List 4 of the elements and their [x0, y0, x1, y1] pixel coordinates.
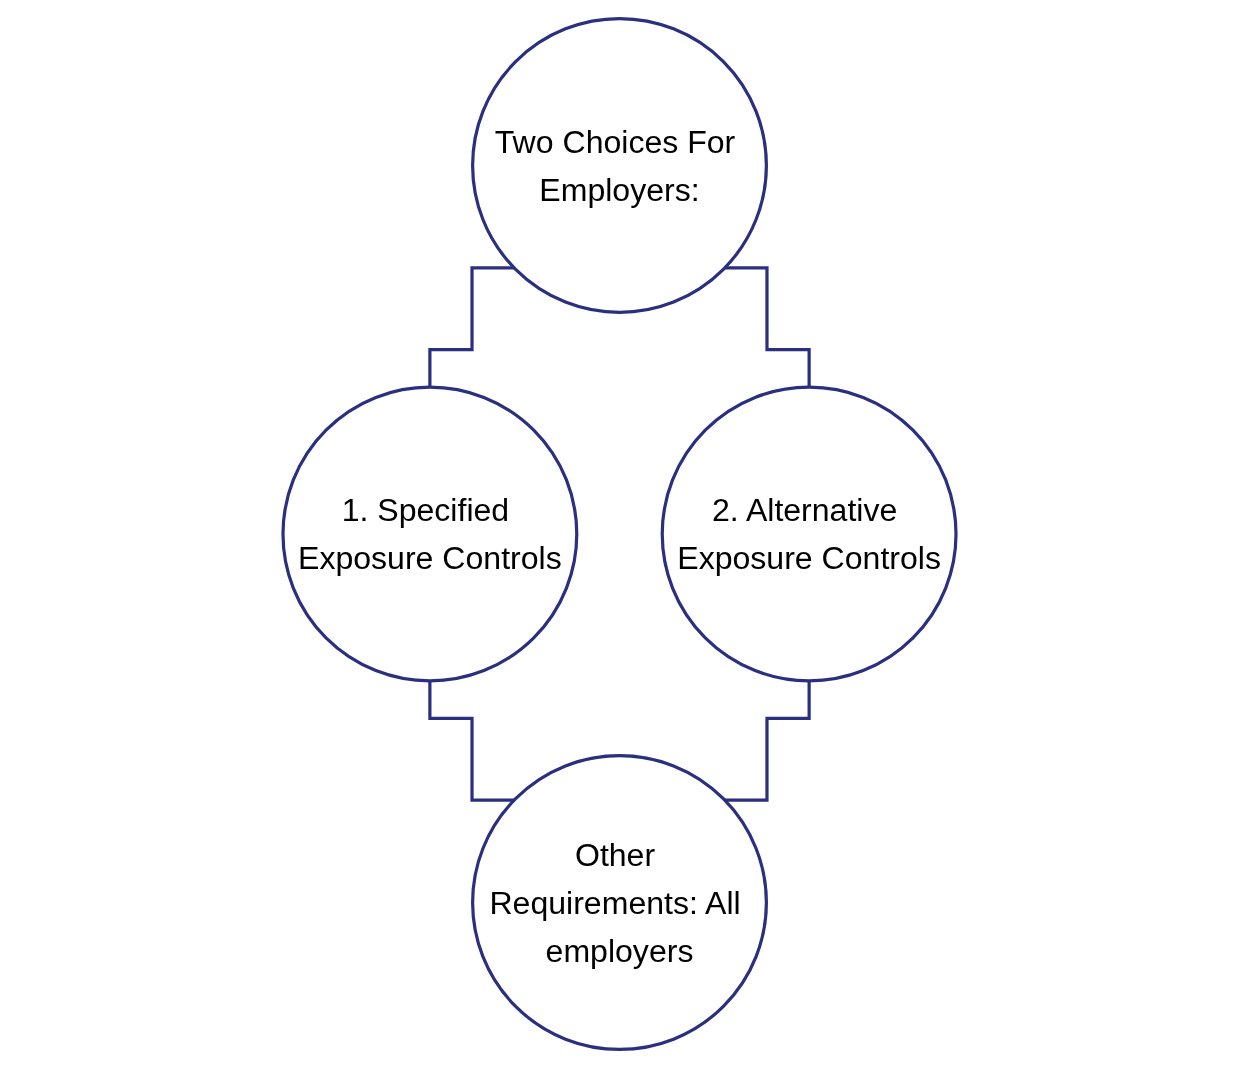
- node-circle: 1. Specified Exposure Controls: [281, 385, 579, 683]
- node-circle: Other Requirements: All employers: [471, 754, 768, 1052]
- node-circle: Two Choices For Employers:: [471, 16, 768, 314]
- node-circle: 2. Alternative Exposure Controls: [660, 385, 958, 683]
